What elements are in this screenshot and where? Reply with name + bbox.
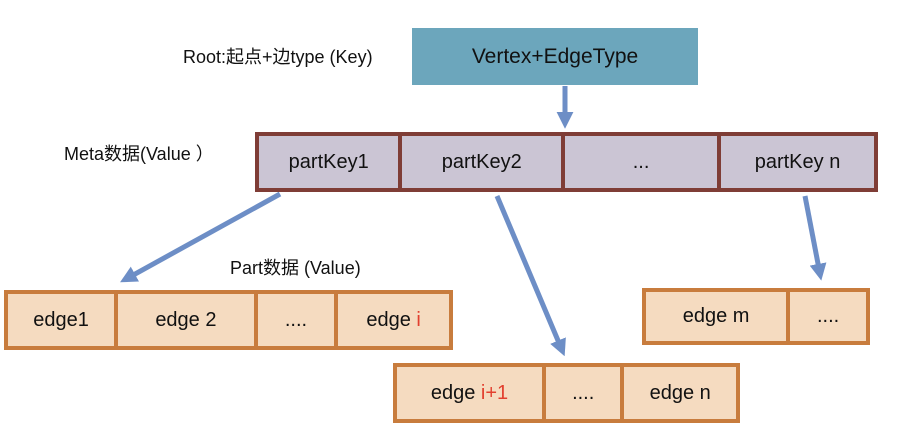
meta-value-label: Meta数据(Value ） [64, 144, 214, 164]
edge-cell-edge1: edge1 [8, 294, 114, 346]
meta-cell-partkey1: partKey1 [259, 136, 398, 188]
cell-text: edge1 [33, 308, 89, 331]
cell-text: edge [430, 381, 481, 404]
meta-cell-partkey2: partKey2 [398, 136, 561, 188]
edge-cell-edge-i: edge i [334, 294, 449, 346]
part-value-label: Part数据 (Value) [230, 258, 361, 278]
edge-row-left: edge1 edge 2 .... edge i [4, 290, 453, 350]
meta-row: partKey1 partKey2 ... partKey n [255, 132, 878, 192]
cell-text: edge n [649, 381, 711, 404]
edge-row-middle: edge i+1 .... edge n [393, 363, 740, 423]
cell-text: .... [816, 305, 840, 327]
edge-cell-edge-m: edge m [646, 292, 786, 341]
cell-text: edge 2 [155, 308, 217, 331]
edge-row-right: edge m .... [642, 288, 870, 345]
cell-highlight: i+1 [480, 381, 509, 404]
root-key-label: Root:起点+边type (Key) [183, 47, 373, 67]
cell-label: partKey2 [441, 150, 522, 173]
edge-cell-edge-i1: edge i+1 [397, 367, 542, 419]
meta-cell-ellipsis: ... [561, 136, 717, 188]
arrow-partkey2-to-edge-row [494, 195, 566, 357]
edge-cell-edge2: edge 2 [114, 294, 254, 346]
root-vertex-edgetype-box: Vertex+EdgeType [412, 28, 698, 85]
edge-cell-ellipsis: .... [541, 367, 620, 419]
cell-label: partKey1 [288, 150, 369, 173]
meta-cell-partkey-n: partKey n [717, 136, 874, 188]
edge-cell-ellipsis: .... [253, 294, 334, 346]
edge-cell-ellipsis: .... [786, 292, 866, 341]
cell-text: .... [284, 308, 308, 331]
cell-text: .... [572, 381, 595, 404]
cell-text: edge m [682, 305, 750, 327]
cell-label: partKey n [754, 150, 841, 173]
arrow-partkeyn-to-edge-row [802, 195, 827, 281]
cell-highlight: i [416, 308, 421, 331]
cell-label: ... [632, 150, 650, 173]
edge-cell-edge-n: edge n [620, 367, 736, 419]
root-box-label: Vertex+EdgeType [471, 44, 639, 68]
cell-text: edge [366, 308, 417, 331]
